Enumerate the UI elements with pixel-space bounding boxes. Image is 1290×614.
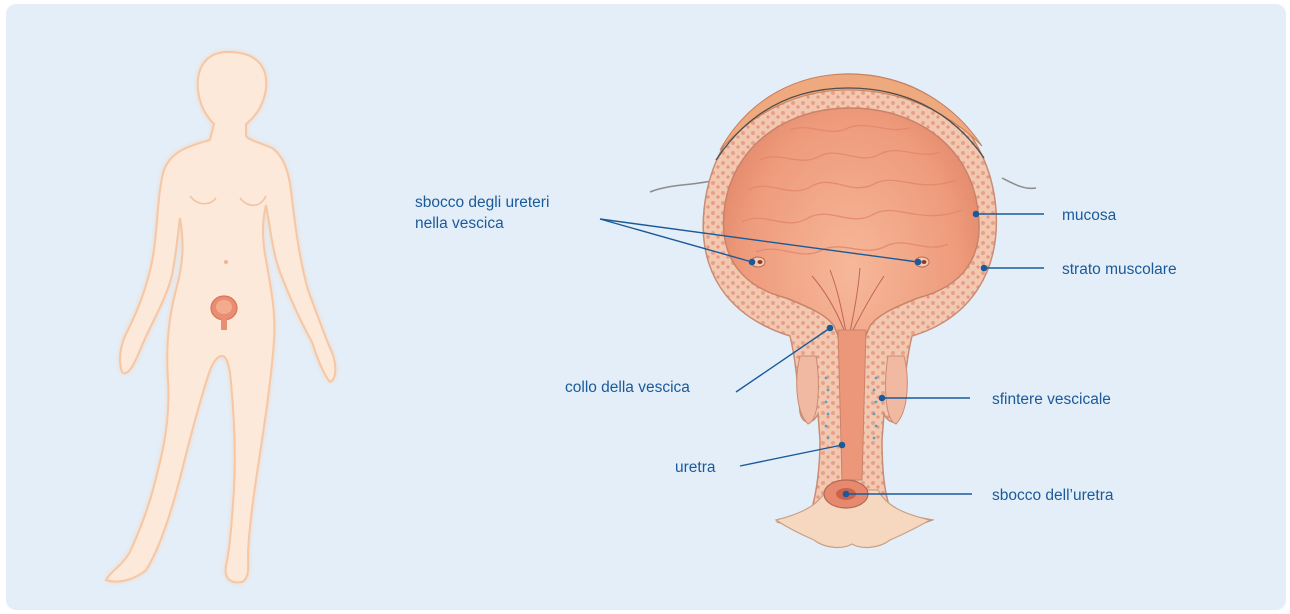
peritoneum-left (650, 180, 716, 192)
label-mucosa: mucosa (1062, 206, 1116, 225)
diagram-canvas (6, 4, 1286, 610)
label-urethra: uretra (675, 458, 716, 477)
urethra-channel (838, 330, 866, 480)
sphincter-right (886, 356, 908, 424)
label-sphincter: sfintere vescicale (992, 390, 1111, 409)
figure-navel (224, 260, 228, 264)
label-ureter-openings-line2: nella vescica (415, 214, 504, 233)
label-ureter-openings-line1: sbocco degli ureteri (415, 193, 549, 212)
label-muscle-layer: strato muscolare (1062, 260, 1177, 279)
diagram-panel: sbocco degli ureteri nella vescica mucos… (6, 4, 1286, 610)
label-urethral-opening: sbocco dell’uretra (992, 486, 1113, 505)
human-figure (106, 52, 335, 582)
label-bladder-neck: collo della vescica (565, 378, 690, 397)
peritoneum-right (1002, 178, 1036, 188)
